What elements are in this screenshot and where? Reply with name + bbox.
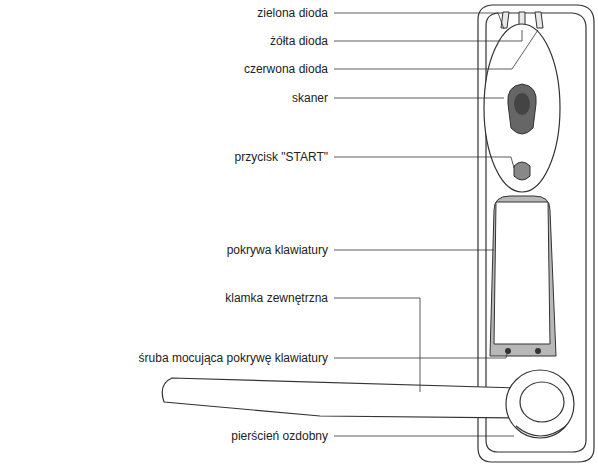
part-label: skaner bbox=[292, 90, 328, 106]
start-button bbox=[514, 162, 530, 180]
screw bbox=[535, 348, 541, 354]
screw bbox=[505, 348, 511, 354]
led-label: czerwona dioda bbox=[244, 61, 328, 77]
keypad-cover bbox=[494, 202, 550, 344]
part-label: śruba mocująca pokrywę klawiatury bbox=[139, 350, 328, 366]
scanner-window bbox=[514, 93, 530, 115]
part-label: pokrywa klawiatury bbox=[227, 242, 328, 258]
led-label: zielona dioda bbox=[257, 5, 328, 21]
sensor-oval bbox=[484, 24, 560, 192]
leader-lines bbox=[334, 13, 538, 436]
scanner bbox=[508, 84, 536, 134]
keypad-frame bbox=[490, 196, 556, 356]
part-label: pierścień ozdobny bbox=[231, 428, 328, 444]
outer-handle bbox=[162, 370, 574, 438]
led-label: żółta dioda bbox=[270, 33, 328, 49]
part-label: przycisk "START" bbox=[235, 149, 328, 165]
part-label: klamka zewnętrzna bbox=[225, 290, 328, 306]
